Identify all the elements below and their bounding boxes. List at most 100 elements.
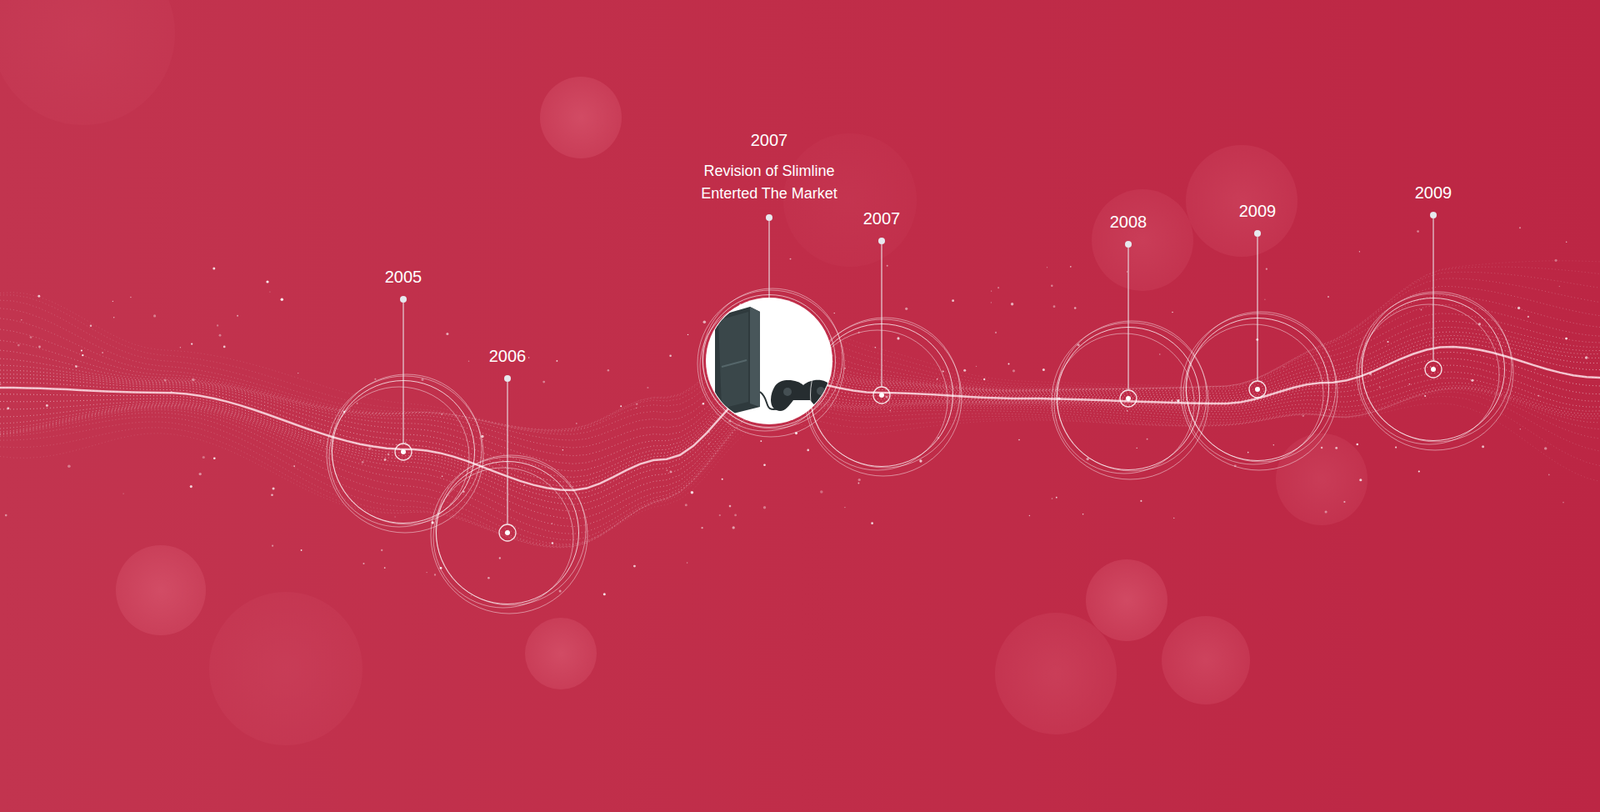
- spark: [6, 406, 10, 410]
- spark: [1537, 395, 1540, 397]
- spark: [963, 369, 966, 372]
- spark: [1565, 241, 1567, 243]
- center-dot: [1430, 366, 1436, 372]
- orbit-ring: [1185, 311, 1336, 462]
- spark: [122, 492, 124, 494]
- leader-line: [506, 381, 508, 525]
- spark: [886, 265, 889, 267]
- spark: [937, 436, 940, 439]
- spark: [219, 334, 222, 337]
- spark: [555, 360, 558, 362]
- wave-strand: [0, 403, 1600, 545]
- spark: [1359, 478, 1362, 481]
- spark: [633, 565, 636, 568]
- leader-dot: [504, 375, 511, 382]
- spark: [356, 402, 359, 405]
- spark: [1470, 379, 1474, 382]
- spark: [1126, 410, 1128, 411]
- spark: [1018, 439, 1020, 441]
- spark: [487, 576, 490, 580]
- spark: [1247, 451, 1250, 454]
- spark: [1418, 470, 1420, 472]
- orbit-ring: [433, 467, 574, 608]
- spark: [983, 378, 985, 380]
- spark: [542, 380, 545, 384]
- spark: [20, 319, 23, 321]
- spark: [67, 465, 71, 469]
- milestone-circle: 2008: [1056, 326, 1200, 470]
- spark: [760, 440, 762, 442]
- spark: [30, 335, 33, 339]
- spark: [763, 505, 766, 509]
- spark: [870, 521, 874, 525]
- spark: [101, 351, 104, 354]
- spark: [858, 482, 860, 485]
- milestone-label: 2007: [863, 208, 901, 229]
- spark: [1173, 517, 1175, 519]
- spark: [300, 549, 303, 551]
- spark: [190, 485, 193, 488]
- spark: [1356, 443, 1360, 446]
- leader-line: [1256, 236, 1258, 381]
- spark: [223, 345, 226, 349]
- spark: [603, 592, 606, 595]
- spark: [1369, 372, 1372, 375]
- spark: [441, 475, 444, 478]
- center-dot: [505, 530, 510, 535]
- spark: [686, 561, 689, 564]
- spark: [858, 478, 861, 481]
- leader-line: [768, 220, 770, 298]
- spark: [1420, 309, 1423, 311]
- leader-dot: [1125, 240, 1132, 248]
- orbit-ring: [1051, 322, 1209, 480]
- spark: [216, 324, 219, 326]
- spark: [635, 407, 637, 409]
- leader-line: [1127, 247, 1129, 390]
- spark: [293, 465, 295, 467]
- spark: [1159, 353, 1160, 355]
- spark: [732, 525, 735, 529]
- spark: [1140, 500, 1142, 502]
- spark: [885, 395, 888, 398]
- spark: [1424, 395, 1426, 397]
- orbit-ring: [702, 288, 843, 429]
- image-milestone: 2007Revision of Slimline Enterted The Ma…: [702, 294, 836, 428]
- spark: [1136, 447, 1138, 449]
- milestone-label: 2009: [1239, 200, 1277, 221]
- spark: [551, 522, 553, 524]
- spark: [1070, 265, 1072, 268]
- wave-strand: [0, 260, 1600, 433]
- spark: [470, 595, 472, 596]
- spark: [708, 442, 710, 444]
- leader-dot: [878, 237, 885, 245]
- spark: [1416, 230, 1420, 233]
- spark: [1057, 396, 1060, 400]
- spark: [1343, 500, 1345, 503]
- orbit-ring: [1361, 291, 1512, 442]
- spark: [703, 320, 707, 325]
- spark: [1053, 305, 1056, 308]
- bokeh-lights: [0, 0, 1368, 745]
- spark: [202, 455, 205, 459]
- spark: [1055, 496, 1058, 499]
- timeline-rings: [326, 211, 1514, 614]
- spark: [80, 350, 83, 352]
- spark: [734, 514, 737, 517]
- spark: [170, 390, 173, 393]
- spark: [1050, 285, 1053, 287]
- spark: [905, 307, 908, 310]
- spark: [806, 449, 810, 452]
- spark: [45, 404, 49, 407]
- spark: [1008, 363, 1010, 365]
- spark: [1562, 501, 1565, 504]
- spark: [936, 378, 938, 380]
- spark: [896, 336, 900, 340]
- spark: [462, 490, 465, 494]
- spark: [81, 354, 84, 356]
- spark: [1585, 355, 1588, 359]
- orbit-ring: [435, 455, 586, 605]
- orbit-ring: [1054, 333, 1195, 474]
- spark: [384, 566, 386, 569]
- spark: [820, 490, 824, 494]
- spark: [690, 490, 695, 495]
